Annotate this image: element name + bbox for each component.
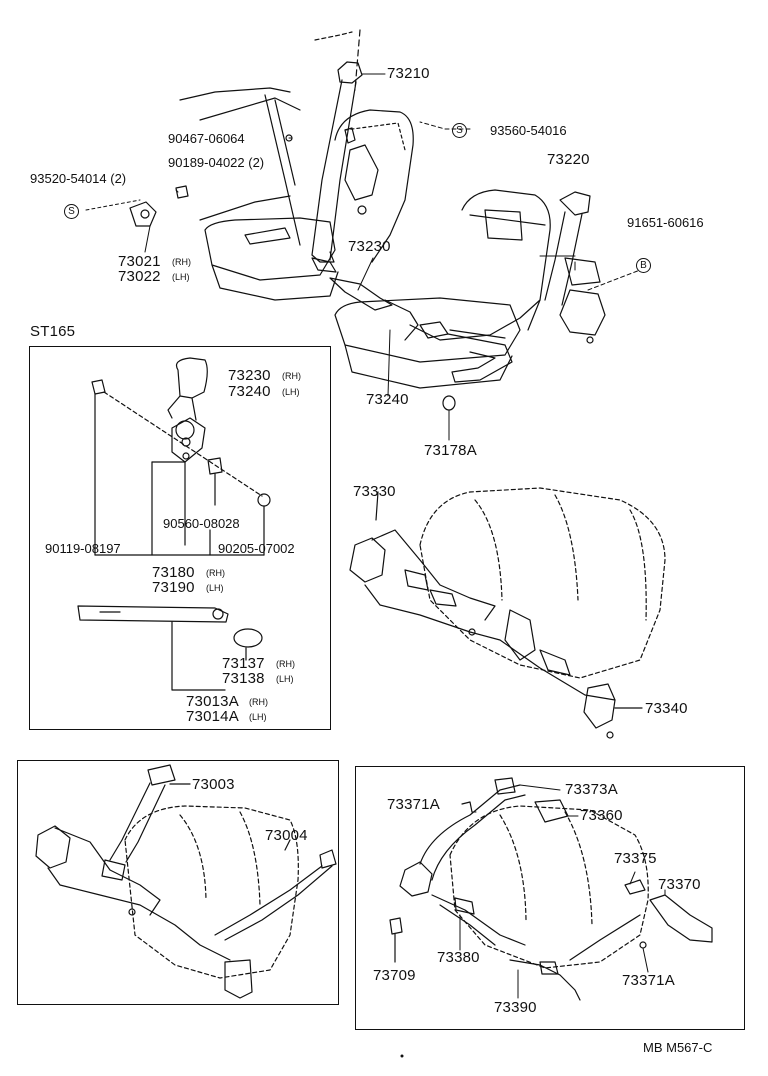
- shoulder-belt-73210-drawing: [311, 61, 379, 263]
- door-outline-drawing: [179, 29, 361, 246]
- inset-callout-73013a: 73013A: [186, 693, 239, 710]
- inset-callout-90205: 90205-07002: [218, 541, 295, 556]
- callout-73373a: 73373A: [565, 781, 618, 798]
- callout-73240-top: 73240: [366, 391, 409, 408]
- callout-73022-side: (LH): [172, 272, 190, 282]
- b-marker-icon: B: [636, 258, 651, 273]
- callout-73330: 73330: [353, 483, 396, 500]
- inset-st165-frame: [29, 346, 331, 730]
- callout-93560: 93560-54016: [490, 123, 567, 138]
- callout-73004: 73004: [265, 827, 308, 844]
- inset-callout-73138: 73138: [222, 670, 265, 687]
- retractor-73220-drawing: [409, 191, 606, 344]
- inset-callout-73014a-side: (LH): [249, 712, 267, 722]
- bench-belts-733xx-drawing: [389, 777, 713, 1058]
- callout-73709: 73709: [373, 967, 416, 984]
- callout-73370: 73370: [658, 876, 701, 893]
- buckle-73230-drawing: [311, 257, 419, 341]
- callout-90467: 90467-06064: [168, 131, 245, 146]
- callout-73340: 73340: [645, 700, 688, 717]
- callout-73210: 73210: [387, 65, 430, 82]
- inset-callout-73190-side: (LH): [206, 583, 224, 593]
- inset-st165-drawing: [77, 357, 271, 691]
- inset-callout-73240: 73240: [228, 383, 271, 400]
- callout-91651: 91651-60616: [627, 215, 704, 230]
- belt-73240-drawing: [419, 321, 513, 383]
- inset-callout-73190: 73190: [152, 579, 195, 596]
- front-seat-right-drawing: [334, 189, 551, 389]
- label-st165: ST165: [30, 323, 76, 340]
- callout-73021: 73021: [118, 253, 161, 270]
- inset-callout-73137: 73137: [222, 655, 265, 672]
- callout-73375: 73375: [614, 850, 657, 867]
- s-marker-icon: S: [452, 123, 467, 138]
- callout-73380: 73380: [437, 949, 480, 966]
- inset-callout-73240-side: (LH): [282, 387, 300, 397]
- callout-93520: 93520-54014 (2): [30, 171, 127, 186]
- inset-73360-frame: [355, 766, 745, 1030]
- anchor-73021-drawing: [129, 134, 293, 227]
- front-seat-left-drawing: [204, 109, 414, 301]
- inset-callout-90119: 90119-08197: [45, 541, 121, 556]
- callout-73371a-upper: 73371A: [387, 796, 440, 813]
- rear-bench-seat-drawing: [349, 487, 666, 739]
- footer-code: MB M567-C: [643, 1040, 713, 1055]
- cap-73178a-drawing: [442, 395, 456, 411]
- callout-73390: 73390: [494, 999, 537, 1016]
- bench-belts-73003-73004-drawing: [35, 764, 337, 999]
- callout-73178a: 73178A: [424, 442, 477, 459]
- inset-callout-73180: 73180: [152, 564, 195, 581]
- inset-callout-73014a: 73014A: [186, 708, 239, 725]
- callout-73230-top: 73230: [348, 238, 391, 255]
- inset-callout-73137-side: (RH): [276, 659, 295, 669]
- inset-callout-73138-side: (LH): [276, 674, 294, 684]
- inset-callout-73230-side: (RH): [282, 371, 301, 381]
- s-marker-icon: S: [64, 204, 79, 219]
- inset-callout-73230: 73230: [228, 367, 271, 384]
- callout-73220: 73220: [547, 151, 590, 168]
- callout-73371a-lower: 73371A: [622, 972, 675, 989]
- callout-73021-side: (RH): [172, 257, 191, 267]
- callout-73360: 73360: [580, 807, 623, 824]
- callout-73003: 73003: [192, 776, 235, 793]
- inset-callout-73013a-side: (RH): [249, 697, 268, 707]
- inset-callout-90560: 90560-08028: [163, 516, 240, 531]
- inset-73003-frame: [17, 760, 339, 1005]
- callout-73022: 73022: [118, 268, 161, 285]
- inset-callout-73180-side: (RH): [206, 568, 225, 578]
- callout-90189: 90189-04022 (2): [168, 155, 265, 170]
